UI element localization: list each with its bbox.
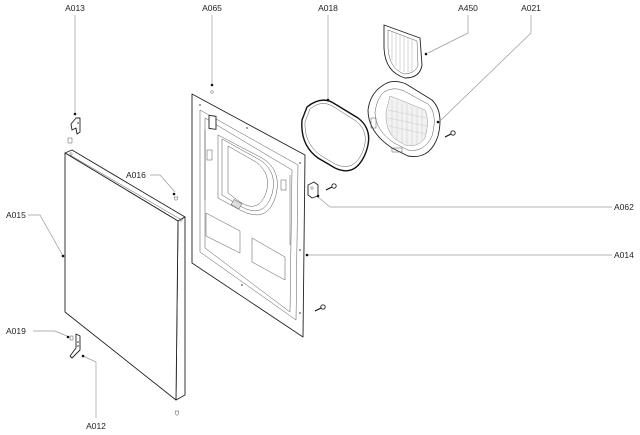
hinge-bracket-right: [307, 181, 319, 199]
label-a012: A012: [86, 421, 106, 431]
label-a013: A013: [65, 3, 85, 13]
lint-filter: [383, 24, 423, 79]
label-a018: A018: [318, 3, 338, 13]
label-a065: A065: [202, 3, 222, 13]
filter-housing: [367, 81, 441, 158]
screw: [314, 304, 326, 312]
label-a014: A014: [614, 250, 634, 260]
label-a450: A450: [458, 3, 478, 13]
label-a019: A019: [6, 326, 26, 336]
screw: [325, 183, 337, 191]
door-gasket: [301, 99, 370, 172]
bottom-plug: [174, 410, 180, 416]
outer-door-panel: [64, 149, 186, 401]
screw: [444, 130, 456, 138]
plug: [173, 196, 179, 201]
lower-hinge: [69, 333, 81, 359]
label-a015: A015: [6, 210, 26, 220]
label-a016: A016: [126, 170, 146, 180]
washer: [69, 335, 74, 341]
inner-door-frame: [191, 93, 306, 338]
catch-plate: [208, 90, 217, 130]
label-a021: A021: [521, 3, 541, 13]
upper-hinge: [67, 117, 81, 144]
label-a062: A062: [614, 202, 634, 212]
